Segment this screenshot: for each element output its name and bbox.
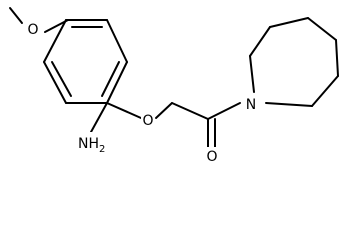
svg-text:NH2: NH2 — [78, 136, 105, 155]
benzene-ring — [43, 19, 128, 104]
amine-text: NH — [78, 136, 99, 152]
ether-oxygen-label: O — [141, 111, 155, 129]
svg-text:O: O — [206, 149, 217, 165]
carbonyl-oxygen-label: O — [205, 147, 219, 165]
oxyacetyl-linker — [106, 102, 241, 148]
amine-label: NH2 — [76, 132, 108, 155]
amine-subscript: 2 — [99, 144, 105, 155]
azepane-ring — [249, 17, 339, 107]
svg-text:O: O — [27, 22, 38, 38]
svg-text:O: O — [142, 113, 153, 129]
svg-text:N: N — [246, 97, 256, 113]
structural-formula: O O O N NH2 — [9, 7, 339, 165]
methoxy-oxygen-label: O — [26, 20, 40, 38]
amine-bond — [90, 102, 108, 133]
ring-nitrogen-label: N — [243, 95, 259, 113]
